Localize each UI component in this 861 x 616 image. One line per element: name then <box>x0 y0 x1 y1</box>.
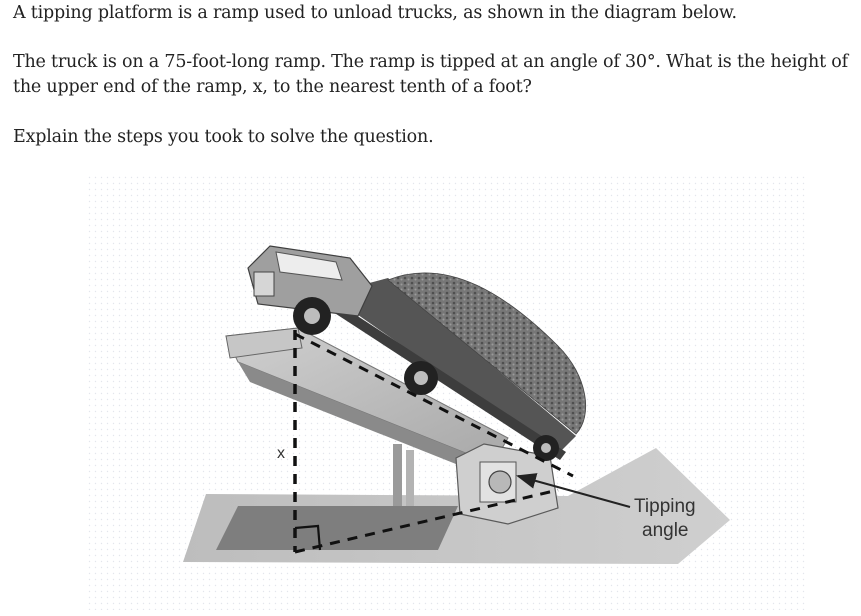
question-prompt: The truck is on a 75-foot-long ramp. The… <box>13 52 848 97</box>
base-dashed-line <box>294 488 559 554</box>
question-intro: A tipping platform is a ramp used to unl… <box>13 3 737 23</box>
ramp-side <box>238 362 493 476</box>
diagram-illustration <box>88 176 806 610</box>
trailer-side-rail <box>330 302 566 460</box>
ramp-dashed-line <box>294 332 574 478</box>
truck-wheel <box>404 361 438 395</box>
truck-wheel <box>293 297 331 335</box>
truck-grille <box>253 271 275 297</box>
ramp-end-plate <box>225 327 303 359</box>
ground-pit <box>216 506 458 550</box>
gravel-load <box>387 272 587 435</box>
trailer-bed <box>328 278 576 454</box>
tipping-platform-diagram: x Tipping angle <box>88 176 806 610</box>
truck-wheel <box>533 435 559 461</box>
truck-windshield <box>275 251 343 281</box>
support-post <box>393 444 402 506</box>
support-post <box>406 450 414 506</box>
right-angle-marker <box>294 524 322 551</box>
tipping-angle-label-line2: angle <box>642 520 689 541</box>
tipping-angle-arrow <box>516 473 631 508</box>
question-instruction: Explain the steps you took to solve the … <box>13 127 434 147</box>
pivot-wheel <box>488 470 512 494</box>
height-x-label: x <box>277 445 285 462</box>
tipping-angle-label-line1: Tipping <box>634 496 696 517</box>
